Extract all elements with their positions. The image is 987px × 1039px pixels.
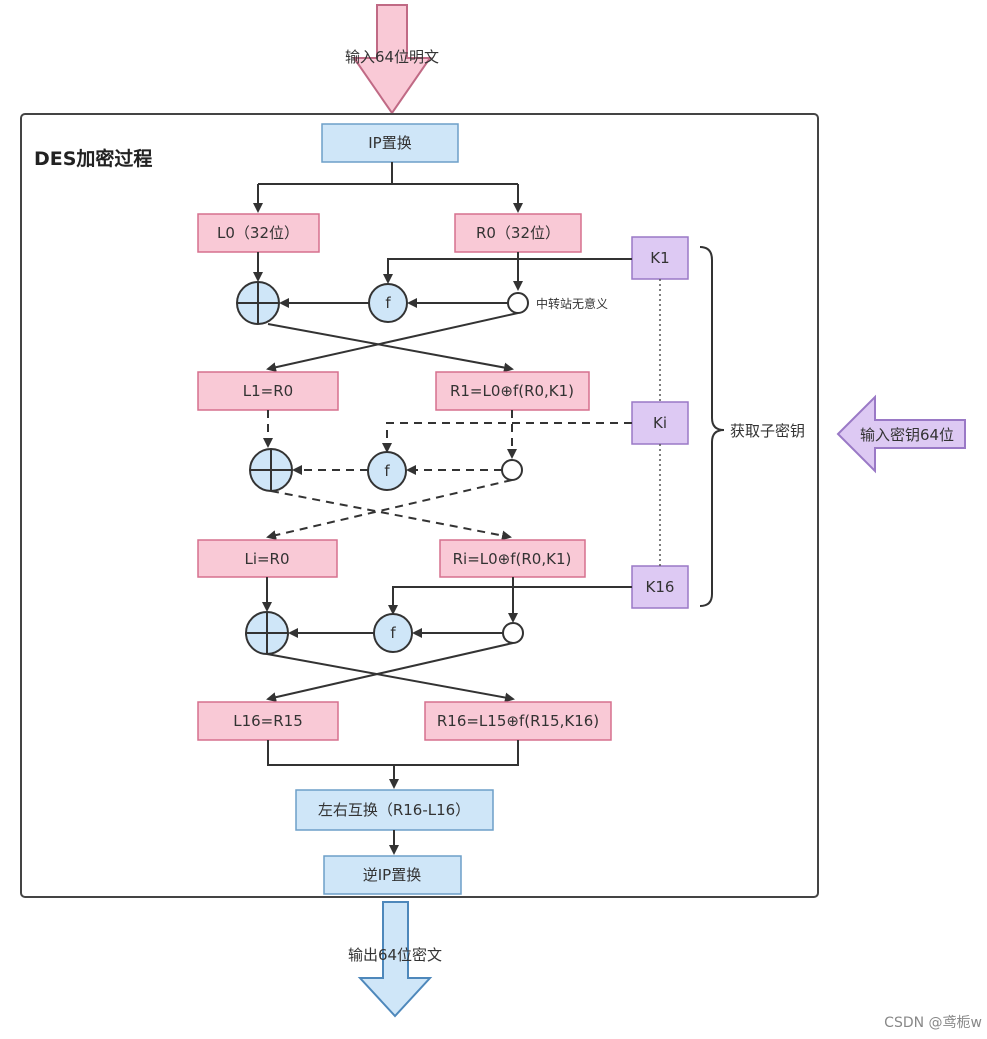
ki-label: Ki	[653, 414, 667, 432]
li-box	[197, 539, 338, 578]
ip-label: IP置换	[368, 134, 411, 152]
f-i-label: f	[384, 462, 390, 480]
input-key-label: 输入密钥64位	[860, 426, 954, 444]
f-16-label: f	[390, 624, 396, 642]
r16-label: R16=L15⊕f(R15,K16)	[437, 712, 599, 730]
l1-label: L1=R0	[243, 382, 293, 400]
get-subkey-label: 获取子密钥	[730, 422, 805, 440]
l1-box	[197, 371, 339, 411]
l0-label: L0（32位）	[217, 224, 299, 242]
k1-label: K1	[650, 249, 669, 267]
r1-label: R1=L0⊕f(R0,K1)	[450, 382, 574, 400]
inv-ip-label: 逆IP置换	[363, 866, 421, 884]
output-ciphertext-label: 输出64位密文	[348, 946, 442, 964]
l16-box	[197, 701, 339, 741]
des-frame	[20, 113, 819, 898]
f-1-label: f	[385, 294, 391, 312]
input-plaintext-label: 输入64位明文	[345, 48, 439, 66]
ri-box	[439, 539, 586, 578]
r0-label: R0（32位）	[476, 224, 560, 242]
l16-label: L16=R15	[233, 712, 303, 730]
r1-box	[435, 371, 590, 411]
watermark: CSDN @鸢栀w	[884, 1015, 982, 1031]
swap-label: 左右互换（R16-L16）	[318, 801, 470, 819]
relay-i	[501, 459, 523, 481]
ip-box	[321, 123, 459, 163]
relay-16	[502, 622, 524, 644]
r0-box	[454, 213, 582, 253]
subkey-brace	[699, 246, 725, 607]
ri-label: Ri=L0⊕f(R0,K1)	[453, 550, 572, 568]
input-key-arrow: 输入密钥64位	[836, 394, 966, 474]
relay-1	[507, 292, 529, 314]
des-title: DES加密过程	[34, 147, 152, 170]
swap-box	[295, 789, 494, 831]
relay-note: 中转站无意义	[536, 296, 608, 311]
li-label: Li=R0	[244, 550, 289, 568]
k16-label: K16	[646, 578, 675, 596]
output-ciphertext-arrow: 输出64位密文	[348, 901, 442, 1018]
inv-ip-box	[323, 855, 462, 895]
input-plaintext-arrow: 输入64位明文	[345, 4, 439, 115]
r16-box	[424, 701, 612, 741]
